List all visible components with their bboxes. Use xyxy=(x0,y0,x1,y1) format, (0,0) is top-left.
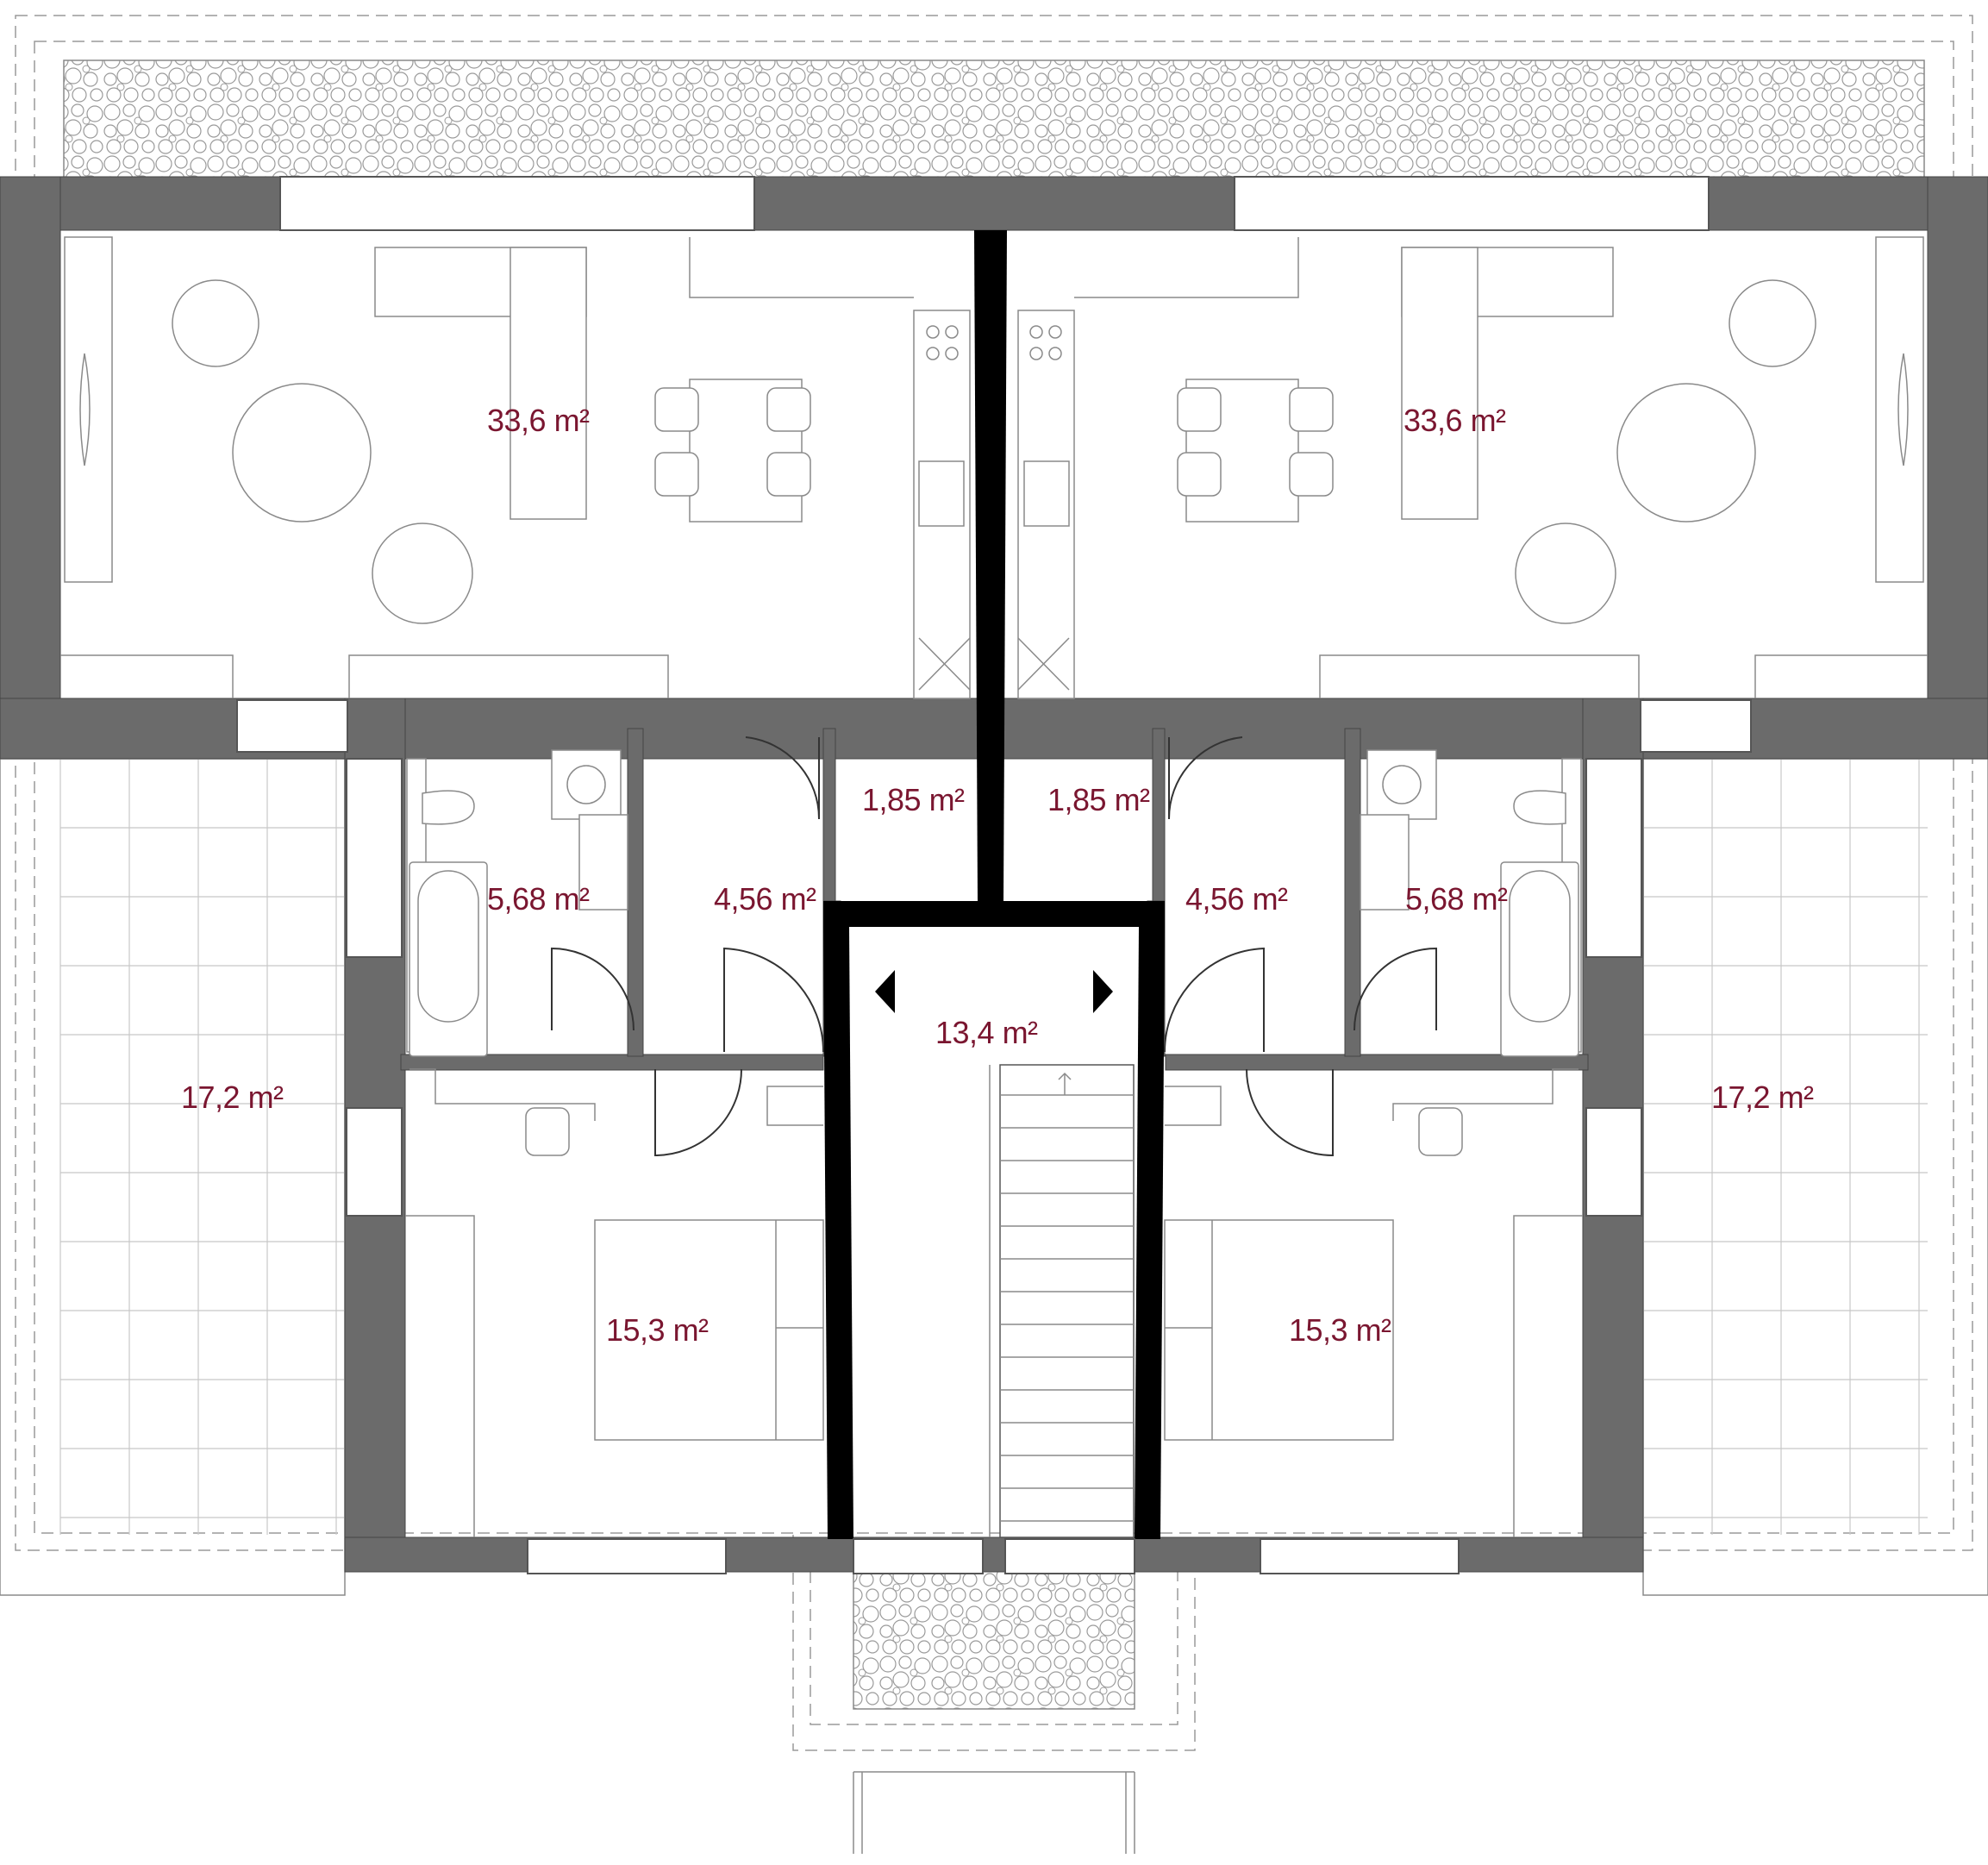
area-wc-left: 1,85 m² xyxy=(862,782,965,817)
party-walls xyxy=(823,230,1165,1539)
area-terrace-left: 17,2 m² xyxy=(181,1080,284,1115)
area-living-right: 33,6 m² xyxy=(1403,403,1506,438)
private-zone-right xyxy=(1163,736,1583,1537)
private-zone-left xyxy=(405,736,825,1537)
area-bathroom-right: 5,68 m² xyxy=(1405,881,1508,917)
gravel-strip-entrance xyxy=(853,1570,1135,1710)
terrace-left-tiles xyxy=(0,758,346,1596)
gravel-strip-top xyxy=(63,59,1925,178)
area-living-left: 33,6 m² xyxy=(487,403,590,438)
area-bathroom-left: 5,68 m² xyxy=(487,881,590,917)
living-left-furniture xyxy=(60,236,971,699)
area-labels: 33,6 m² 33,6 m² 17,2 m² 17,2 m² 5,68 m² … xyxy=(181,403,1815,1348)
area-hall-left: 4,56 m² xyxy=(714,881,816,917)
area-staircase: 13,4 m² xyxy=(935,1015,1038,1050)
windows xyxy=(236,176,1752,1574)
area-bedroom-left: 15,3 m² xyxy=(606,1312,709,1348)
area-hall-right: 4,56 m² xyxy=(1185,881,1288,917)
entrance-steps xyxy=(853,1771,1135,1854)
living-right-furniture xyxy=(1017,236,1928,699)
area-wc-right: 1,85 m² xyxy=(1047,782,1150,817)
arrow-right-icon xyxy=(1093,970,1113,1013)
area-bedroom-right: 15,3 m² xyxy=(1289,1312,1391,1348)
staircase-steps xyxy=(989,1064,1135,1538)
terrace-right-tiles xyxy=(1642,758,1988,1596)
area-terrace-right: 17,2 m² xyxy=(1711,1080,1814,1115)
roof-outline xyxy=(15,15,1973,1751)
arrow-left-icon xyxy=(875,970,895,1013)
